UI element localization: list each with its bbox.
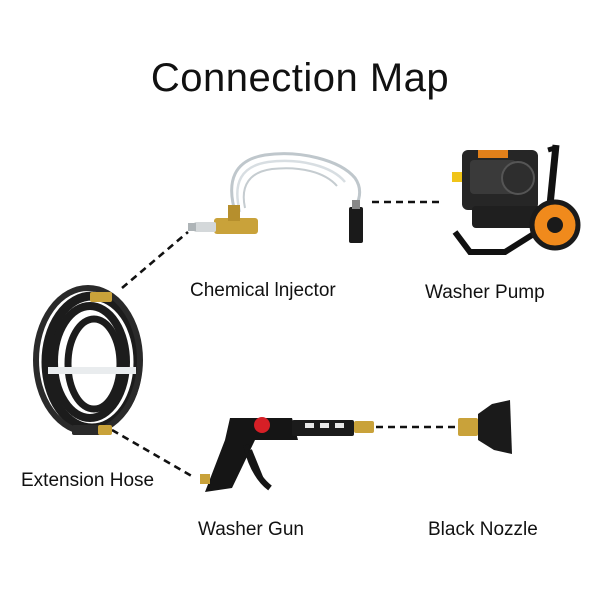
connector-hose-injector	[121, 231, 189, 289]
connection-lines	[111, 200, 456, 480]
chemical-injector-label: Chemical lnjector	[190, 280, 336, 301]
chemical-injector-image	[188, 152, 363, 243]
washer-pump-label: Washer Pump	[425, 282, 545, 303]
connector-hose-gun	[111, 428, 196, 480]
black-nozzle-image	[458, 400, 512, 454]
extension-hose-label: Extension Hose	[21, 470, 155, 491]
washer-pump-image	[452, 144, 581, 255]
washer-gun-label: Washer Gun	[198, 519, 304, 540]
washer-gun-image	[200, 417, 374, 492]
extension-hose-image	[33, 285, 143, 435]
black-nozzle-label: Black Nozzle	[428, 519, 538, 540]
diagram-title: Connection Map	[150, 56, 450, 100]
